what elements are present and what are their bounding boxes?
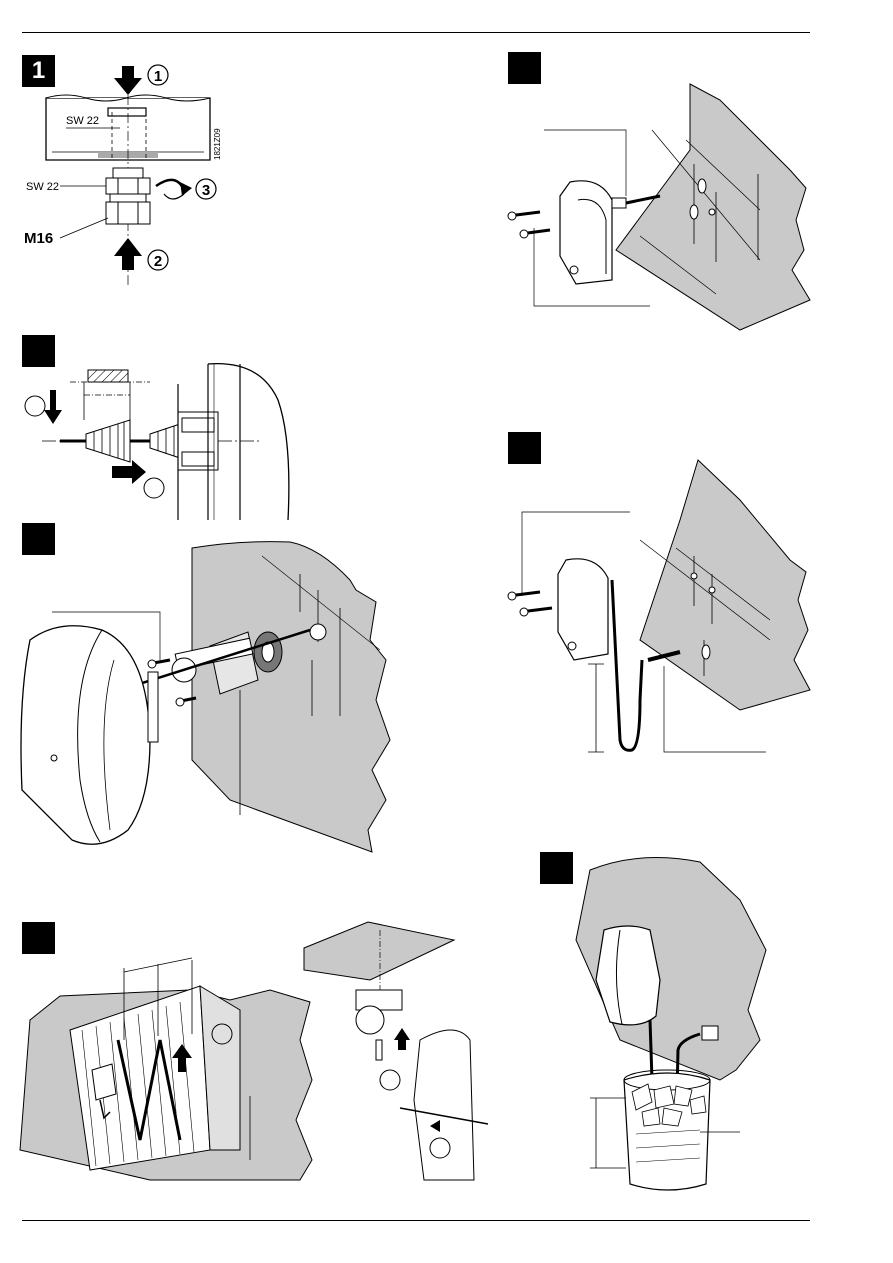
label-sw22-outer: SW 22	[26, 181, 59, 193]
panel-7-ice-water-test	[576, 858, 766, 1191]
label-sw22-inner: SW 22	[66, 115, 99, 127]
panel-3-duct-flange-mounting	[21, 542, 390, 852]
panel-4-capillary-on-coil	[20, 922, 488, 1180]
panel-2-cone-cutting	[25, 364, 289, 520]
svg-text:1: 1	[154, 68, 162, 85]
drawing-code: 1821Z09	[213, 128, 222, 160]
label-m16: M16	[24, 230, 53, 247]
svg-text:3: 3	[202, 182, 210, 199]
svg-text:2: 2	[154, 253, 162, 270]
panel-6-wall-capillary	[508, 460, 810, 752]
panel-1-gland-mounting: SW 22 1821Z09 1 SW 22 M16 3 2	[24, 65, 222, 285]
panel-5-wall-mounting	[508, 84, 810, 330]
